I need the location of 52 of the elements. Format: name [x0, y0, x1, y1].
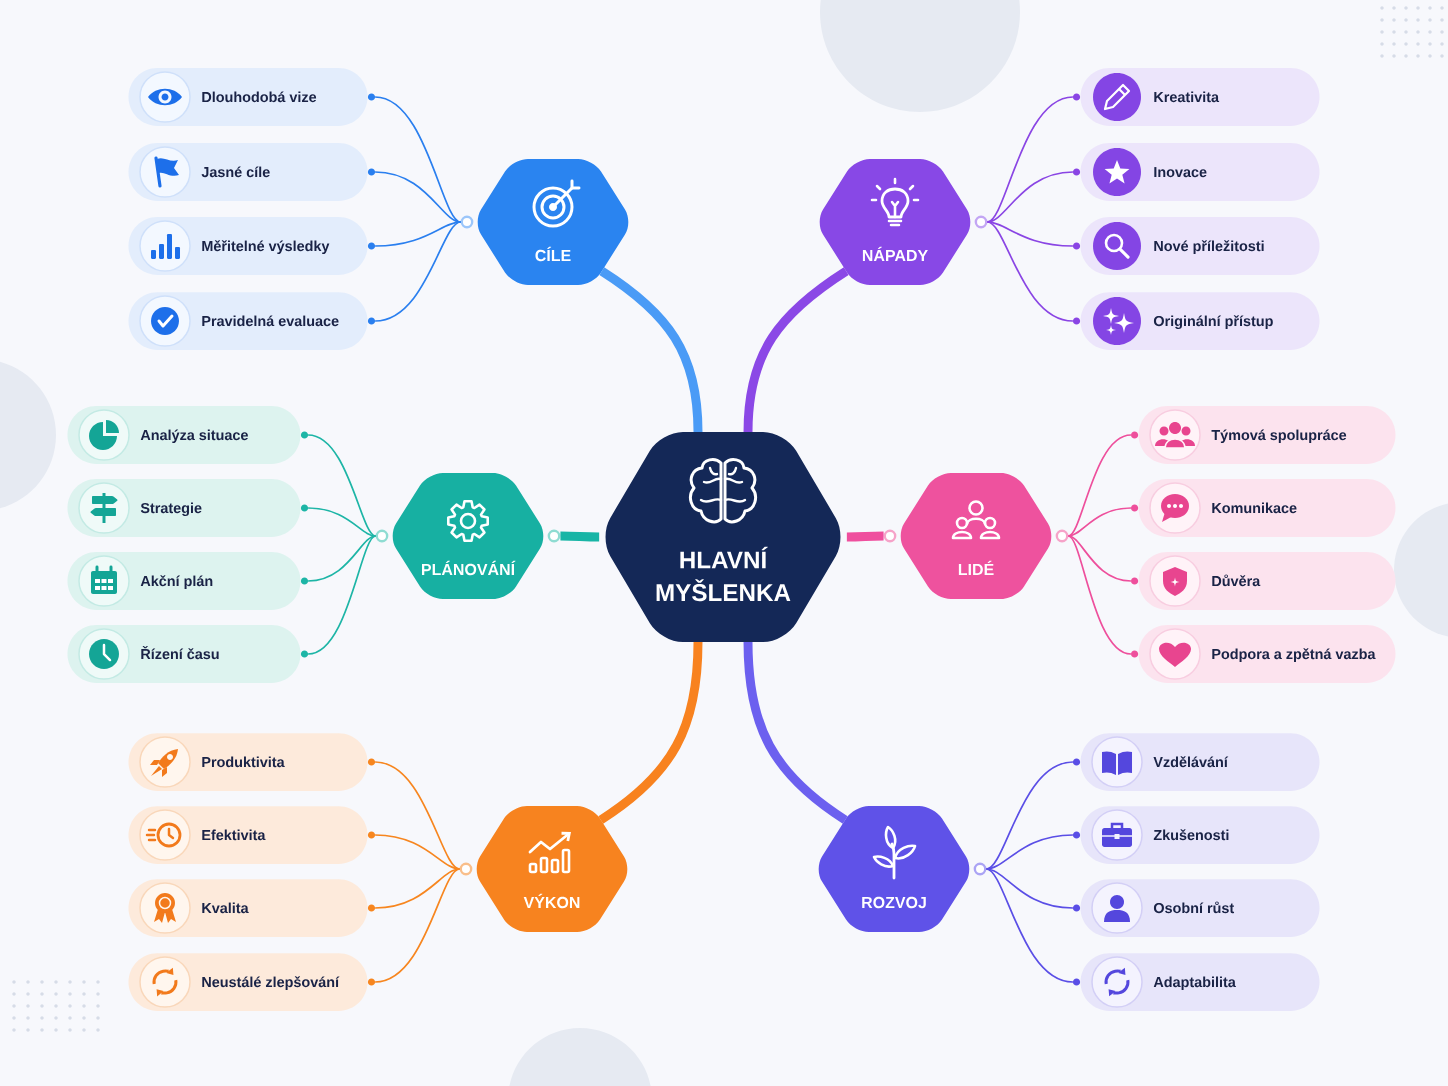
- connector: [374, 221, 462, 247]
- topic-pill: Komunikace: [1138, 479, 1396, 537]
- topic-pill: Důvěra: [1138, 552, 1396, 610]
- topic-pill: Měřitelné výsledky: [128, 217, 368, 275]
- topic-pill: Vzdělávání: [1080, 733, 1320, 791]
- topic-pill: Neustálé zlepšování: [128, 953, 368, 1011]
- connector: [986, 221, 1074, 247]
- connector: [307, 535, 377, 582]
- topic-pill: Analýza situace: [67, 406, 301, 464]
- connector: [846, 531, 884, 542]
- central-hexagon: HLAVNÍ MYŠLENKA: [605, 432, 841, 642]
- topic-pill: Produktivita: [128, 733, 368, 791]
- topic-pill: Kreativita: [1080, 68, 1320, 126]
- connector: [307, 434, 377, 537]
- topic-pill: Originální přístup: [1080, 292, 1320, 350]
- connector: [374, 221, 462, 322]
- connector: [598, 641, 703, 824]
- branch-hexagon: ROZVOJ: [818, 806, 970, 932]
- branch-hexagon: NÁPADY: [819, 159, 971, 285]
- connector: [986, 221, 1074, 322]
- topic-pill: Strategie: [67, 479, 301, 537]
- topic-pill: Kvalita: [128, 879, 368, 937]
- connector: [374, 868, 461, 983]
- connector: [374, 868, 461, 909]
- topic-pill: Adaptabilita: [1080, 953, 1320, 1011]
- connector: [1067, 535, 1132, 582]
- topic-pill: Dlouhodobá vize: [128, 68, 368, 126]
- connector: [743, 641, 848, 824]
- topic-pill: Nové příležitosti: [1080, 217, 1320, 275]
- topic-pill: Zkušenosti: [1080, 806, 1320, 864]
- topic-pill: Akční plán: [67, 552, 301, 610]
- connector: [985, 868, 1074, 909]
- topic-pill: Jasné cíle: [128, 143, 368, 201]
- topic-pill: Řízení času: [67, 625, 301, 683]
- topic-pill: Týmová spolupráce: [1138, 406, 1396, 464]
- connector: [599, 267, 703, 433]
- branch-hexagon: LIDÉ: [900, 473, 1052, 599]
- topic-pill: Pravidelná evaluace: [128, 292, 368, 350]
- connector: [986, 96, 1074, 223]
- connector: [307, 535, 377, 655]
- connector: [985, 868, 1074, 983]
- topic-pill: Podpora a zpětná vazba: [1138, 625, 1396, 683]
- connector: [1067, 535, 1132, 655]
- connector: [560, 531, 600, 542]
- connector: [1067, 434, 1132, 537]
- topic-pill: Efektivita: [128, 806, 368, 864]
- branch-hexagon: PLÁNOVÁNÍ: [392, 473, 544, 599]
- branch-hexagon: VÝKON: [476, 806, 628, 932]
- topic-pill: Inovace: [1080, 143, 1320, 201]
- connector: [743, 267, 849, 433]
- topic-pill: Osobní růst: [1080, 879, 1320, 937]
- branch-hexagon: CÍLE: [477, 159, 629, 285]
